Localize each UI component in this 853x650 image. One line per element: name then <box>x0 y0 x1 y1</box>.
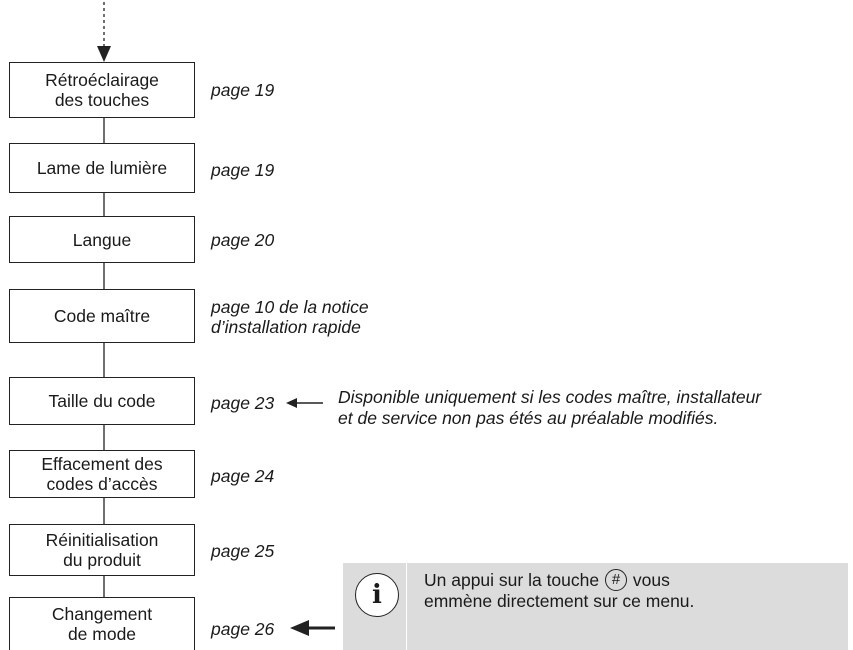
menu-box-effacement-codes: Effacement des codes d’accès <box>9 450 195 498</box>
menu-box-code-maitre: Code maître <box>9 289 195 343</box>
info-text-line2: emmène directement sur ce menu. <box>424 591 695 611</box>
info-text: Un appui sur la touche # vous emmène dir… <box>424 568 695 612</box>
page-ref-reinitialisation: page 25 <box>211 541 275 561</box>
page-ref-changement-de-mode: page 26 <box>211 619 275 639</box>
page-ref-effacement-codes: page 24 <box>211 466 275 486</box>
info-divider <box>406 563 408 650</box>
entry-arrowhead <box>97 46 111 62</box>
menu-box-changement-de-mode: Changement de mode <box>9 597 195 650</box>
info-text-after: vous <box>632 570 670 590</box>
menu-box-reinitialisation: Réinitialisation du produit <box>9 524 195 576</box>
info-icon: i <box>355 573 399 617</box>
note-arrow <box>286 398 323 408</box>
menu-box-retroeclairage: Rétroéclairage des touches <box>9 62 195 118</box>
page-ref-langue: page 20 <box>211 230 275 250</box>
page-ref-retroeclairage: page 19 <box>211 80 275 100</box>
page-ref-lame-de-lumiere: page 19 <box>211 160 275 180</box>
info-text-before: Un appui sur la touche <box>424 570 600 590</box>
hash-key-icon: # <box>605 568 627 591</box>
menu-box-taille-du-code: Taille du code <box>9 377 195 425</box>
menu-box-langue: Langue <box>9 216 195 263</box>
info-arrow <box>290 620 335 636</box>
page-ref-taille-du-code: page 23 <box>211 393 275 413</box>
info-callout: i Un appui sur la touche # vous emmène d… <box>343 563 848 650</box>
menu-box-lame-de-lumiere: Lame de lumière <box>9 143 195 193</box>
page-ref-code-maitre: page 10 de la notice d’installation rapi… <box>211 297 369 337</box>
availability-note: Disponible uniquement si les codes maîtr… <box>338 387 762 428</box>
